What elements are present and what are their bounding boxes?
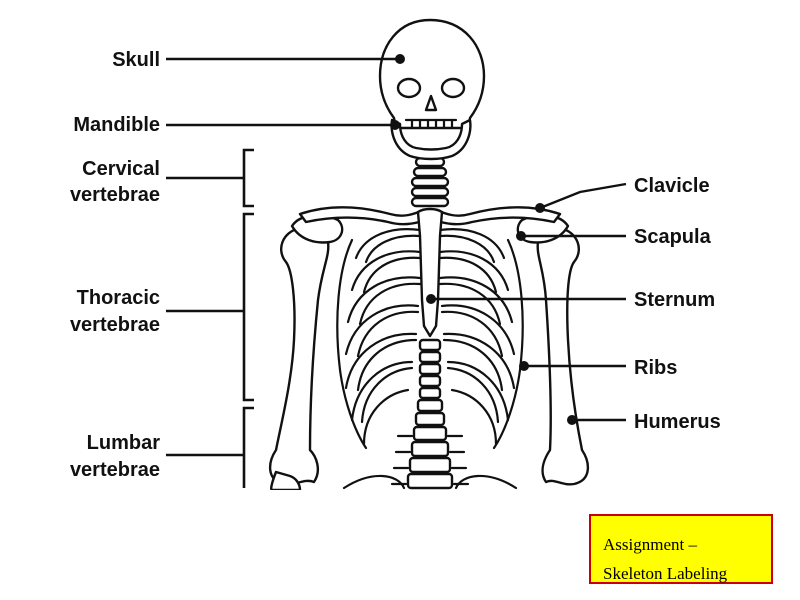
ribs-label: Ribs <box>634 357 677 379</box>
cutoff-mask <box>240 490 600 600</box>
leader-lines <box>166 54 627 425</box>
clavicle-label: Clavicle <box>634 175 710 197</box>
skull-bone <box>378 18 486 130</box>
pelvis-hint <box>342 474 518 490</box>
lower-spine <box>390 338 470 490</box>
scapula-label: Scapula <box>634 226 712 248</box>
sternum-bone <box>416 207 444 338</box>
assignment-line2: Skeleton Labeling <box>603 564 728 583</box>
left-eye-socket <box>396 77 422 99</box>
left-humerus <box>269 226 330 492</box>
sternum-label: Sternum <box>634 289 715 311</box>
assignment-box: Assignment – Skeleton Labeling <box>589 514 773 584</box>
labels: Skull Mandible Cervical vertebrae Thorac… <box>70 49 721 481</box>
mandible-dot <box>390 120 400 130</box>
mandible-bone <box>390 118 472 161</box>
skull-label: Skull <box>112 49 160 71</box>
lumbar-bracket <box>166 406 254 488</box>
lumbar-label-line2: vertebrae <box>70 459 160 481</box>
ribs-dot <box>519 361 529 371</box>
thoracic-label-line1: Thoracic <box>77 287 160 309</box>
rib-cage-left <box>336 228 422 450</box>
humerus-label: Humerus <box>634 411 721 433</box>
skull-dot <box>395 54 405 64</box>
cervical-spine <box>410 156 450 208</box>
right-humerus <box>536 226 589 486</box>
clavicle-leader <box>539 182 627 210</box>
skeleton-illustration <box>269 18 589 492</box>
nasal-cavity <box>424 94 438 112</box>
mandible-label: Mandible <box>73 114 160 136</box>
cervical-bracket <box>166 148 254 208</box>
rib-cage-right <box>438 228 524 450</box>
vertebrae-brackets <box>166 148 254 488</box>
sternum-dot <box>426 294 436 304</box>
assignment-line1: Assignment – <box>603 535 697 554</box>
clavicle-dot <box>535 203 545 213</box>
right-eye-socket <box>440 77 466 99</box>
cervical-label-line1: Cervical <box>82 158 160 180</box>
thoracic-label-line2: vertebrae <box>70 314 160 336</box>
scapula-dot <box>516 231 526 241</box>
humerus-dot <box>567 415 577 425</box>
lumbar-label-line1: Lumbar <box>87 432 161 454</box>
cervical-label-line2: vertebrae <box>70 184 160 206</box>
thoracic-bracket <box>166 212 254 402</box>
